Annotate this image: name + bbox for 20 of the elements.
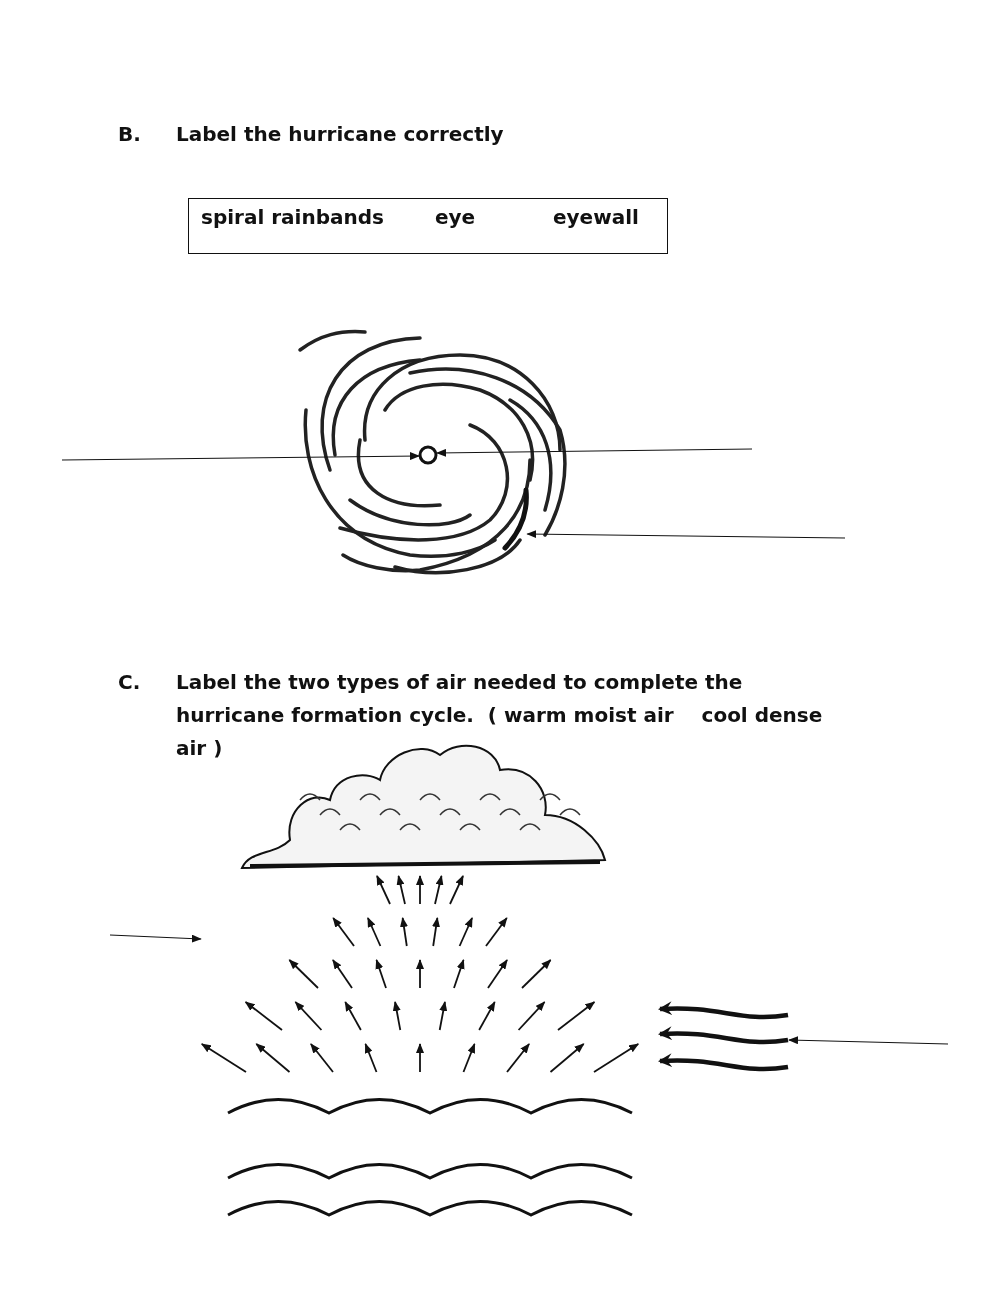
leader-line — [109, 934, 202, 943]
leader-line — [788, 1036, 949, 1045]
rainband-arc — [502, 487, 529, 551]
leader-line — [61, 452, 420, 461]
section-letter: B. — [118, 121, 141, 148]
cloud-drawing — [241, 744, 606, 869]
leader-line — [436, 448, 753, 457]
word-choice: eyewall — [553, 205, 639, 229]
ocean-waves — [227, 1098, 633, 1217]
hurricane-spiral-drawing — [298, 329, 567, 575]
instruction-text: Label the two types of air needed to complete the hurricane formation cycle. ( warm moist air cool dense air ) — [176, 669, 824, 762]
instruction-text: Label the hurricane correctly — [176, 121, 504, 148]
section-letter: C. — [118, 669, 141, 696]
word-choice: spiral rainbands — [201, 205, 384, 229]
leader-line — [526, 530, 846, 539]
word-bank-box — [188, 198, 668, 254]
cool-air-arrows — [658, 1001, 789, 1072]
word-choice: eye — [435, 205, 476, 229]
rising-air-arrows — [200, 875, 640, 1073]
eye-circle — [418, 445, 438, 465]
